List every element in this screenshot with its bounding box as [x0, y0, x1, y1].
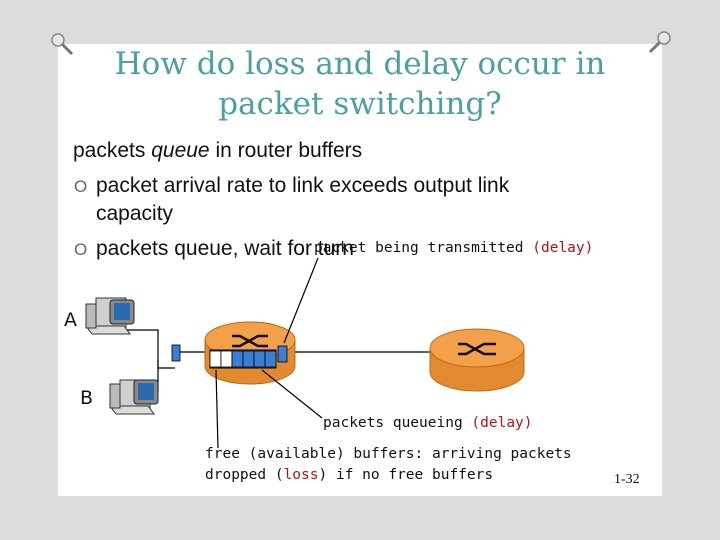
slide-background	[58, 44, 662, 496]
packet-incoming	[171, 344, 181, 362]
transmit-label: packet being transmitted (delay)	[314, 240, 593, 256]
title-line-1: How do loss and delay occur in	[114, 46, 606, 82]
host-b-computer-icon	[109, 379, 159, 415]
bullet-marker-2: O	[74, 240, 88, 259]
queueing-text: packets queueing	[323, 415, 472, 431]
host-b-label: B	[80, 387, 94, 409]
pushpin-top-right-icon	[648, 31, 671, 54]
arrow-queueing	[261, 369, 323, 419]
free-buffers-line-2: dropped (loss) if no free buffers	[205, 467, 493, 483]
link-host-a	[122, 329, 175, 369]
slide-title: How do loss and delay occur in packet sw…	[80, 44, 640, 124]
bullet-1-line-1: packet arrival rate to link exceeds outp…	[96, 174, 510, 197]
free-line2-pre: dropped (	[205, 467, 284, 483]
arrow-free-buffers	[215, 369, 219, 449]
intro-emphasis: queue	[151, 139, 210, 162]
arrow-transmit	[283, 257, 319, 344]
loss-tag: loss	[283, 467, 319, 483]
queueing-label: packets queueing (delay)	[323, 415, 533, 431]
free-line2-post: ) if no free buffers	[318, 467, 494, 483]
host-a-computer-icon	[85, 297, 135, 335]
intro-line: packets queue in router buffers	[73, 139, 362, 163]
transmit-text: packet being transmitted	[314, 240, 533, 256]
free-buffers-line-1: free (available) buffers: arriving packe…	[205, 446, 572, 462]
host-a-label: A	[64, 309, 77, 331]
pushpin-top-left-icon	[51, 33, 74, 56]
router-buffer-queue	[209, 349, 277, 369]
page-number: 1-32	[614, 472, 640, 487]
bullet-1-line-2: capacity	[96, 202, 174, 225]
intro-post: in router buffers	[209, 139, 363, 162]
title-line-2: packet switching?	[218, 86, 502, 122]
bullet-2-text: packets queue, wait for turn	[96, 237, 354, 260]
intro-pre: packets	[73, 139, 152, 162]
transmit-delay-tag: (delay)	[532, 240, 594, 256]
bullet-marker-1: O	[74, 177, 88, 196]
packet-in-transmission	[277, 345, 288, 363]
router-2	[429, 328, 525, 392]
queueing-delay-tag: (delay)	[471, 415, 533, 431]
